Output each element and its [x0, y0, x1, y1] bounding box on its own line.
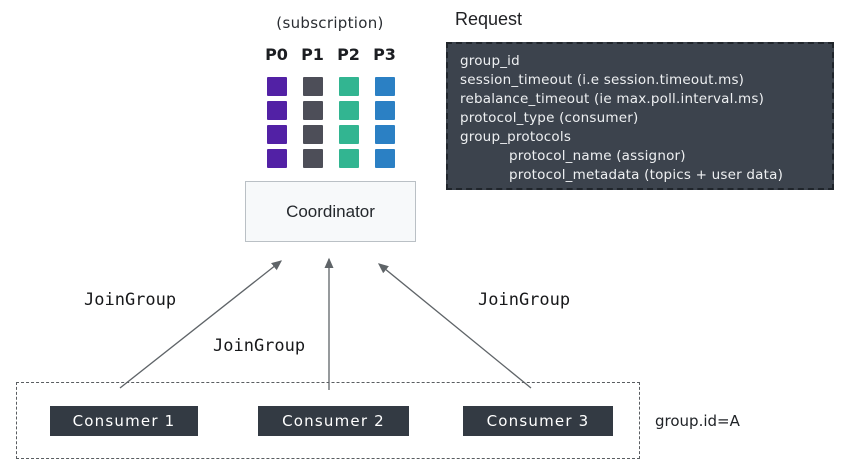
- partition-cell: [338, 101, 359, 120]
- request-line: rebalance_timeout (ie max.poll.interval.…: [460, 91, 765, 107]
- partition-cell: [374, 149, 395, 168]
- partition-cell: [338, 125, 359, 144]
- joingroup-label-2: JoinGroup: [213, 336, 306, 356]
- request-lines: group_id session_timeout (i.e session.tim…: [460, 52, 820, 185]
- partition-cell: [338, 77, 359, 96]
- consumer-box-2: Consumer 2: [258, 406, 409, 436]
- partition-column-p2: P2: [337, 45, 360, 168]
- request-line: protocol_metadata (topics + user data): [509, 167, 784, 183]
- coordinator-box: Coordinator: [245, 181, 416, 242]
- partition-label: P1: [301, 45, 324, 64]
- joingroup-arrow-consumer3: [377, 263, 532, 389]
- partition-label: P2: [337, 45, 360, 64]
- request-line: group_id: [460, 53, 520, 69]
- partition-cell: [374, 101, 395, 120]
- consumer-label: Consumer 1: [72, 412, 176, 430]
- partition-column-p3: P3: [373, 45, 396, 168]
- partition-cell: [302, 149, 323, 168]
- partition-cell: [338, 149, 359, 168]
- consumer-box-1: Consumer 1: [50, 406, 198, 436]
- joingroup-label-1: JoinGroup: [84, 290, 177, 310]
- partition-cell: [374, 125, 395, 144]
- partition-grid: P0 P1 P2 P3: [265, 45, 396, 168]
- joingroup-label-3: JoinGroup: [478, 290, 571, 310]
- subscription-title: (subscription): [276, 14, 384, 32]
- partition-cell: [302, 125, 323, 144]
- partition-column-p0: P0: [265, 45, 288, 168]
- consumer-label: Consumer 2: [282, 412, 385, 430]
- request-line: session_timeout (i.e session.timeout.ms): [460, 72, 745, 88]
- consumer-label: Consumer 3: [486, 412, 590, 430]
- coordinator-label: Coordinator: [286, 201, 375, 221]
- request-panel: group_id session_timeout (i.e session.tim…: [446, 42, 834, 190]
- partition-label: P0: [265, 45, 288, 64]
- group-id-label: group.id=A: [655, 412, 740, 430]
- request-title: Request: [455, 9, 523, 29]
- partition-cell: [302, 101, 323, 120]
- partition-cell: [266, 77, 287, 96]
- partition-label: P3: [373, 45, 396, 64]
- consumer-group-boundary: [16, 382, 640, 459]
- partition-cell: [266, 101, 287, 120]
- consumer-box-3: Consumer 3: [463, 406, 613, 436]
- partition-column-p1: P1: [301, 45, 324, 168]
- joingroup-arrow-consumer1: [119, 260, 283, 389]
- partition-cell: [266, 125, 287, 144]
- request-line: protocol_type (consumer): [460, 110, 639, 126]
- partition-cell: [302, 77, 323, 96]
- partition-cell: [266, 149, 287, 168]
- request-line: group_protocols: [460, 129, 572, 145]
- request-line: protocol_name (assignor): [509, 148, 686, 164]
- partition-cell: [374, 77, 395, 96]
